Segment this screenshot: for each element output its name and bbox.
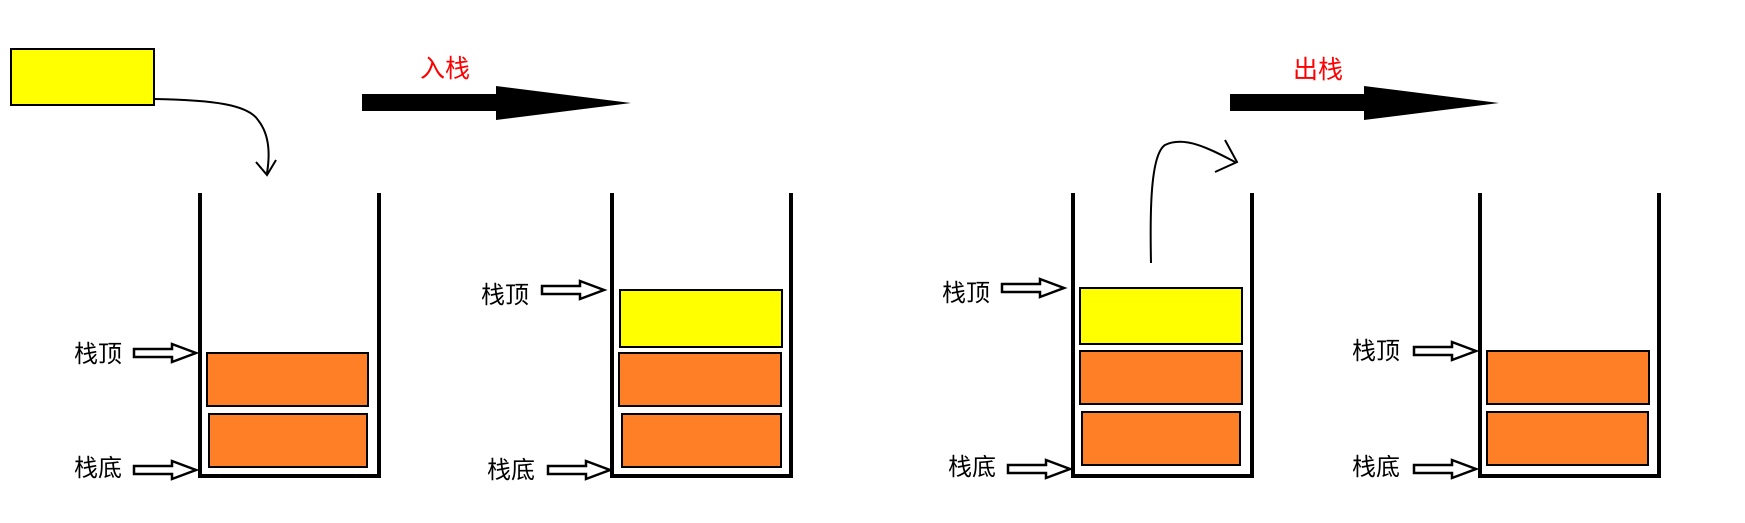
stack-bottom-pointer-icon bbox=[1412, 458, 1478, 480]
incoming-yellow-block bbox=[10, 48, 155, 106]
curved-pop-arrow bbox=[1149, 140, 1236, 264]
stack-container-3: 栈顶 栈底 bbox=[942, 193, 1254, 481]
stack-container-2: 栈顶 栈底 bbox=[481, 193, 793, 484]
stack-top-label: 栈顶 bbox=[74, 340, 122, 368]
stack-block-orange bbox=[621, 413, 782, 468]
stack-block-orange bbox=[208, 413, 368, 468]
stack-block-orange bbox=[1486, 411, 1649, 466]
stack-block-orange bbox=[1079, 350, 1243, 405]
curved-push-arrowhead bbox=[255, 159, 277, 177]
stack-block-orange bbox=[206, 352, 369, 407]
stack-top-label: 栈顶 bbox=[1352, 337, 1400, 365]
stack-top-pointer-icon bbox=[540, 279, 606, 301]
stack-top-label: 栈顶 bbox=[942, 279, 990, 307]
stack-block-yellow bbox=[619, 289, 783, 348]
push-arrow-icon bbox=[362, 86, 631, 120]
stack-top-label: 栈顶 bbox=[481, 281, 529, 309]
stack-bottom-pointer-icon bbox=[546, 459, 612, 481]
curved-pop-arrowhead bbox=[1214, 139, 1239, 173]
push-label: 入栈 bbox=[420, 54, 470, 83]
stack-bottom-label: 栈底 bbox=[948, 453, 996, 481]
stack-block-orange bbox=[1486, 350, 1650, 405]
pop-arrow-icon bbox=[1230, 86, 1499, 120]
stack-block-orange bbox=[618, 352, 782, 407]
pop-label: 出栈 bbox=[1293, 55, 1343, 84]
stack-container-4: 栈顶 栈底 bbox=[1352, 193, 1661, 481]
stack-block-orange bbox=[1081, 411, 1241, 466]
stack-top-pointer-icon bbox=[1000, 277, 1066, 299]
stack-bottom-pointer-icon bbox=[132, 459, 198, 481]
curved-push-arrow bbox=[153, 98, 270, 174]
stack-top-pointer-icon bbox=[132, 342, 198, 364]
stack-bottom-label: 栈底 bbox=[1352, 453, 1400, 481]
stack-bottom-label: 栈底 bbox=[74, 454, 122, 482]
stack-container-1: 栈顶 栈底 bbox=[74, 193, 381, 482]
stack-bottom-label: 栈底 bbox=[487, 456, 535, 484]
stack-top-pointer-icon bbox=[1412, 340, 1478, 362]
stack-bottom-pointer-icon bbox=[1006, 458, 1072, 480]
stack-block-yellow bbox=[1079, 287, 1243, 345]
